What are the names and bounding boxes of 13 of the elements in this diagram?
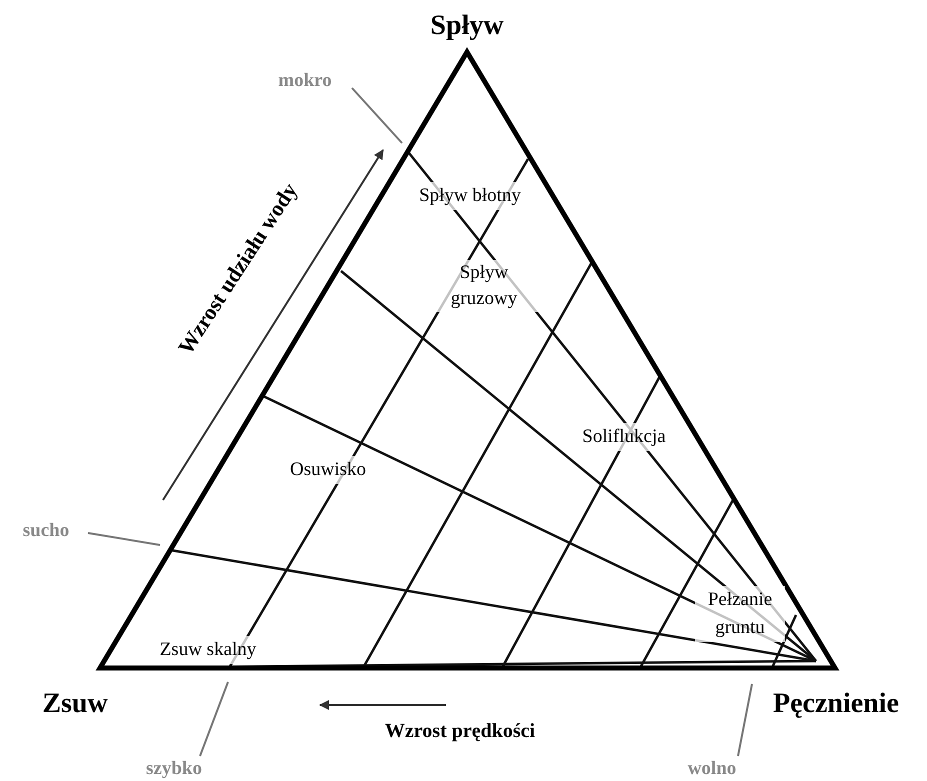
leader-label: wolno	[688, 758, 736, 778]
leader-line	[737, 684, 753, 756]
region-label: Zsuw skalny	[160, 636, 256, 664]
region-label: Osuwisko	[290, 456, 366, 484]
leader-label: sucho	[22, 520, 70, 540]
leader-line	[351, 87, 403, 144]
leader-label: mokro	[278, 70, 332, 90]
leader-label: szybko	[146, 758, 202, 778]
leader-line	[88, 532, 160, 546]
region-label: Spływ błotny	[419, 182, 521, 210]
region-label: Soliflukcja	[582, 422, 666, 452]
leader-line	[199, 682, 229, 756]
region-label: Pełzanie gruntu	[695, 586, 785, 642]
